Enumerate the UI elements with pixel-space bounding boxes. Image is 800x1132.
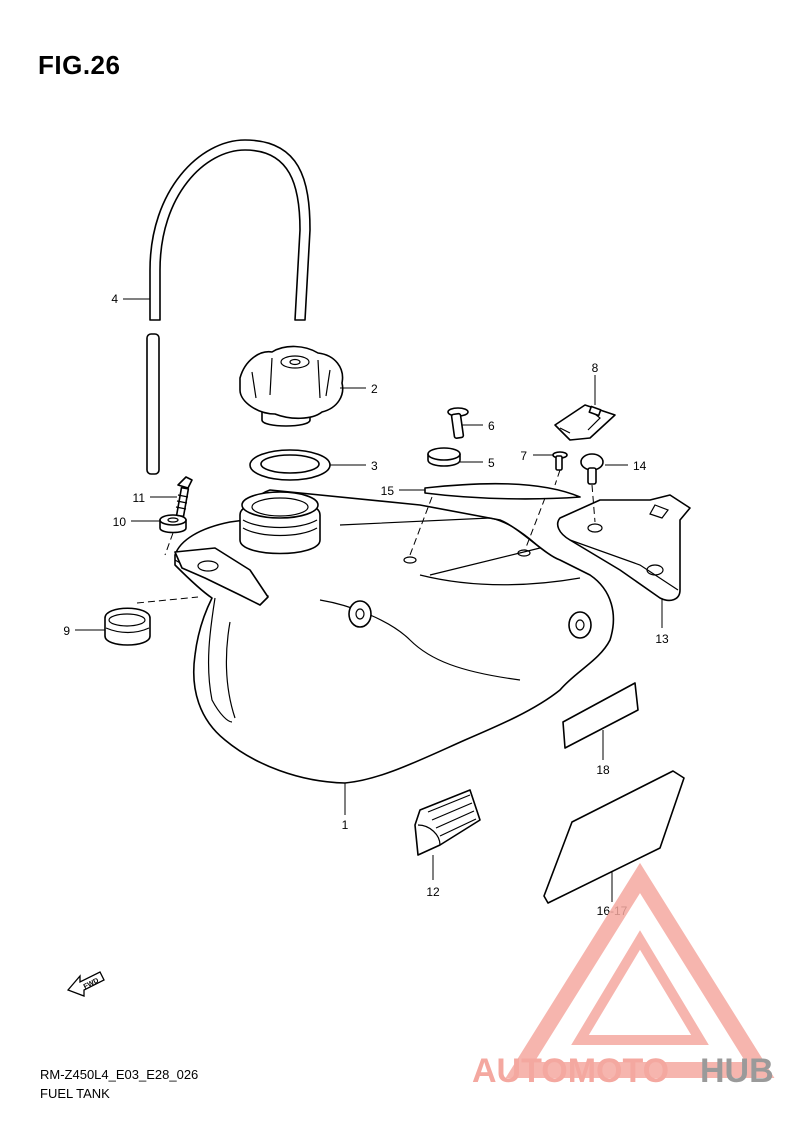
- part-5-washer: [427, 447, 461, 467]
- callout-18: 18: [596, 763, 610, 777]
- watermark-text-secondary: HUB: [700, 1052, 774, 1090]
- model-code: RM-Z450L4_E03_E28_026: [40, 1067, 199, 1082]
- callout-6: 6: [488, 419, 495, 433]
- callout-3: 3: [371, 459, 378, 473]
- fwd-arrow-icon: FWD: [66, 971, 105, 997]
- callout-4: 4: [111, 292, 118, 306]
- automotohub-watermark-logo: AUTOMOTO HUB: [472, 862, 775, 1090]
- part-18-label: [562, 682, 639, 749]
- part-9-grommet: [104, 607, 151, 646]
- callout-10: 10: [113, 515, 127, 529]
- part-3-cap-gasket: [249, 449, 331, 481]
- callout-2: 2: [371, 382, 378, 396]
- part-4-breather-hose: [146, 139, 311, 475]
- part-11-bolt: [175, 476, 193, 518]
- callout-15: 15: [381, 484, 395, 498]
- callout-7: 7: [520, 449, 527, 463]
- part-15-rubber-strip: [424, 482, 581, 500]
- part-12-guard: [414, 789, 481, 856]
- part-8-clip: [554, 404, 616, 441]
- part-1-fuel-tank: [174, 489, 615, 784]
- part-13-bracket: [556, 494, 691, 602]
- part-7-screw: [552, 451, 568, 471]
- part-16-17-decal: [543, 770, 685, 904]
- figure-title: FIG.26: [38, 50, 121, 80]
- callout-12: 12: [426, 885, 440, 899]
- callout-leader-lines: [75, 298, 663, 902]
- part-2-fuel-cap: [239, 345, 344, 427]
- watermark-text-primary: AUTOMOTO: [472, 1052, 669, 1090]
- callout-11: 11: [133, 491, 146, 505]
- callout-13: 13: [655, 632, 669, 646]
- callout-5: 5: [488, 456, 495, 470]
- part-6-screw: [447, 407, 469, 439]
- assembly-guide-lines: [136, 469, 596, 604]
- part-14-bolt: [580, 453, 604, 485]
- callout-14: 14: [633, 459, 647, 473]
- part-10-collar: [159, 514, 187, 534]
- callout-8: 8: [592, 361, 599, 375]
- callout-9: 9: [63, 624, 70, 638]
- section-name: FUEL TANK: [40, 1086, 110, 1101]
- callout-1: 1: [342, 818, 349, 832]
